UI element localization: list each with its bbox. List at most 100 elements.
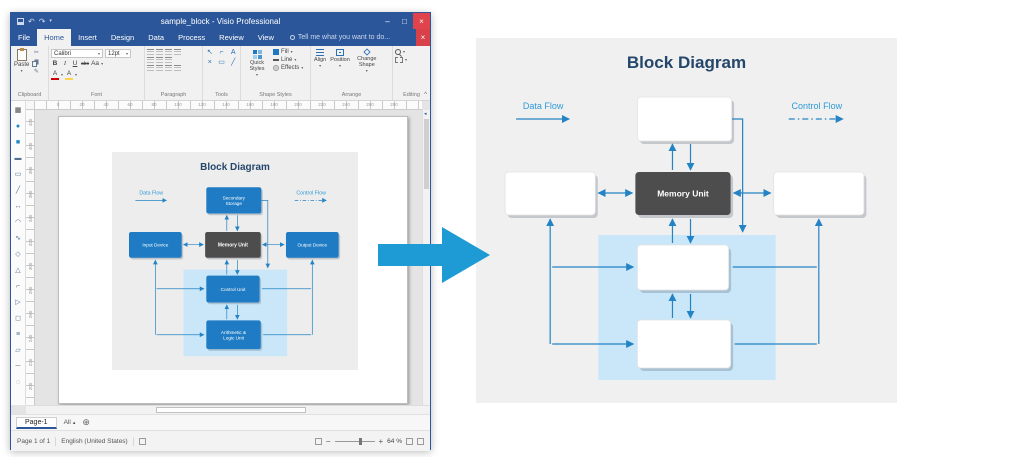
tab-view[interactable]: View [257, 33, 274, 42]
position-button[interactable]: Position ▾ [329, 49, 351, 91]
all-pages-button[interactable]: All ▴ [64, 419, 76, 426]
shape-memory-unit[interactable] [205, 232, 261, 258]
diamond-shape-icon[interactable]: ◇ [15, 251, 21, 258]
hollow-square-shape-icon[interactable]: ◻ [15, 315, 21, 322]
maximize-button[interactable]: □ [402, 16, 407, 26]
circle-shape-icon[interactable]: ● [15, 123, 21, 130]
numbering-icon[interactable] [156, 49, 163, 55]
fit-page-icon[interactable] [406, 437, 413, 445]
zoom-in-button[interactable]: + [378, 436, 384, 446]
align-bottom-icon[interactable] [165, 65, 172, 71]
zoom-level[interactable]: 64 % [387, 437, 402, 445]
shape-secondary-storage[interactable] [206, 187, 262, 214]
copy-icon[interactable] [32, 61, 38, 67]
line-tool-icon[interactable]: ╱ [231, 59, 236, 66]
font-name-select[interactable]: Calibri▾ [51, 49, 103, 58]
format-painter-icon[interactable]: ✎ [33, 69, 39, 75]
undo-icon[interactable]: ↶ [28, 16, 35, 26]
close-button[interactable]: × [413, 13, 430, 29]
align-right-icon[interactable] [165, 57, 172, 63]
shape-output-device[interactable] [285, 232, 339, 258]
quick-styles-button[interactable]: Quick Styles ▾ [243, 49, 271, 91]
strikethrough-button[interactable]: abc [81, 61, 90, 67]
horizontal-scrollbar-thumb[interactable] [156, 407, 306, 413]
page-status[interactable]: Page 1 of 1 [17, 437, 51, 445]
find-icon[interactable] [395, 49, 401, 55]
paste-button[interactable]: Paste ▾ [13, 48, 30, 91]
tab-design[interactable]: Design [110, 33, 135, 42]
zoom-out-button[interactable]: − [325, 436, 331, 446]
vertical-scrollbar-thumb[interactable] [424, 119, 429, 189]
align-middle-icon[interactable] [156, 65, 163, 71]
qat-menu-icon[interactable]: ▾ [49, 18, 52, 24]
align-left-icon[interactable] [147, 57, 154, 63]
arc-shape-icon[interactable]: ◠ [14, 219, 22, 226]
shape-control-unit[interactable] [206, 275, 260, 303]
indent-increase-icon[interactable] [174, 49, 181, 55]
text-direction-icon[interactable] [174, 65, 181, 71]
shape-alu[interactable] [206, 320, 261, 350]
horizontal-scrollbar[interactable] [26, 405, 430, 414]
line-button[interactable]: Line▾ [273, 57, 303, 63]
tab-file[interactable]: File [18, 33, 31, 42]
change-shape-button[interactable]: Change Shape ▾ [353, 48, 381, 91]
new-page-button[interactable]: ⊕ [82, 417, 90, 427]
triangle-shape-icon[interactable]: △ [15, 267, 21, 274]
language-status[interactable]: English (United States) [61, 437, 128, 445]
rectangle-shape-icon[interactable]: ▭ [14, 171, 22, 178]
parallelogram-shape-icon[interactable]: ▱ [15, 347, 21, 354]
select-icon[interactable] [395, 57, 403, 63]
connection-point-tool-icon[interactable]: × [207, 59, 212, 66]
square-shape-icon[interactable]: ■ [15, 139, 21, 146]
italic-button[interactable]: I [63, 60, 67, 67]
rectangle-tool-icon[interactable]: ▭ [218, 59, 225, 66]
zoom-slider[interactable] [334, 437, 375, 445]
change-case-button[interactable]: Aa [91, 60, 100, 67]
arrow-right-shape-icon[interactable]: ▷ [15, 299, 21, 306]
double-arrow-shape-icon[interactable]: ↔ [14, 203, 22, 210]
font-color-button[interactable]: A [51, 70, 59, 80]
lines-shape-icon[interactable]: ≡ [15, 331, 21, 338]
connector-tool-icon[interactable]: ⌐ [219, 49, 224, 56]
presentation-mode-icon[interactable] [314, 437, 322, 445]
effects-button[interactable]: Effects▾ [273, 65, 303, 71]
shapes-window-icon[interactable]: ▦ [14, 107, 22, 114]
tab-insert[interactable]: Insert [78, 33, 97, 42]
dotted-circle-shape-icon[interactable]: ◌ [15, 379, 21, 386]
tab-review[interactable]: Review [219, 33, 244, 42]
zoom-slider-thumb[interactable] [358, 437, 362, 445]
collapse-ribbon-icon[interactable]: ^ [424, 92, 427, 98]
wave-shape-icon[interactable]: ∿ [15, 235, 21, 242]
tell-me-box[interactable]: Tell me what you want to do... [289, 34, 390, 41]
text-tool-icon[interactable]: A [230, 49, 236, 56]
align-center-icon[interactable] [156, 57, 163, 63]
tab-home[interactable]: Home [37, 29, 72, 46]
underline-button[interactable]: U [72, 60, 78, 67]
macro-status-icon[interactable] [138, 437, 146, 445]
text-highlight-button[interactable]: A [65, 70, 74, 80]
save-icon[interactable] [17, 17, 24, 25]
expand-task-pane-icon[interactable]: ◂ [424, 111, 427, 117]
redo-icon[interactable]: ↷ [38, 16, 46, 26]
align-top-icon[interactable] [147, 65, 154, 71]
tab-process[interactable]: Process [178, 33, 206, 42]
indent-decrease-icon[interactable] [165, 49, 172, 55]
shape-input-device[interactable] [128, 232, 182, 258]
bar-shape-icon[interactable]: ▬ [14, 155, 22, 162]
document-close-icon[interactable]: × [416, 29, 430, 46]
cut-icon[interactable]: ✂ [33, 50, 39, 56]
corner-shape-icon[interactable]: ⌐ [15, 283, 21, 290]
fill-button[interactable]: Fill▾ [273, 49, 303, 55]
pointer-tool-icon[interactable]: ↖ [206, 49, 213, 56]
font-size-select[interactable]: 12pt▾ [105, 49, 131, 58]
tab-data[interactable]: Data [148, 33, 165, 42]
line-shape-icon[interactable]: ╱ [15, 187, 21, 194]
connector-secondary-right-drop[interactable] [261, 200, 271, 269]
page-tab-page1[interactable]: Page-1 [16, 416, 57, 429]
fullscreen-icon[interactable] [417, 437, 424, 445]
minimize-button[interactable]: – [385, 16, 390, 26]
align-button[interactable]: Align ▾ [313, 49, 327, 91]
bold-button[interactable]: B [52, 60, 58, 67]
